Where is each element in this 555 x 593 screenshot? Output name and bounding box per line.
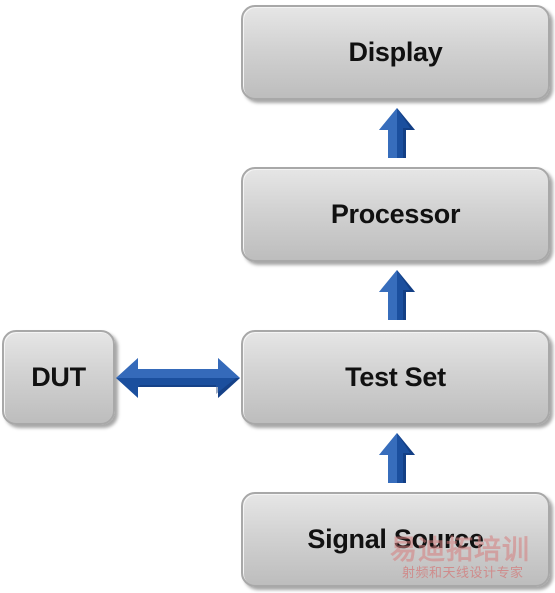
- display-label: Display: [348, 37, 443, 67]
- up-arrow-icon: [379, 270, 415, 320]
- test-set-label: Test Set: [345, 362, 446, 392]
- signal-source-label: Signal Source: [307, 524, 484, 554]
- processor-block: Processor: [241, 167, 550, 262]
- dut-label: DUT: [31, 362, 86, 392]
- up-arrow-icon: [379, 108, 415, 158]
- up-arrow-icon: [379, 433, 415, 483]
- signal-source-block: Signal Source: [241, 492, 550, 587]
- dut-block: DUT: [2, 330, 115, 425]
- display-block: Display: [241, 5, 550, 100]
- test-set-block: Test Set: [241, 330, 550, 425]
- processor-label: Processor: [330, 199, 461, 229]
- bidirectional-arrow-icon: [116, 358, 240, 398]
